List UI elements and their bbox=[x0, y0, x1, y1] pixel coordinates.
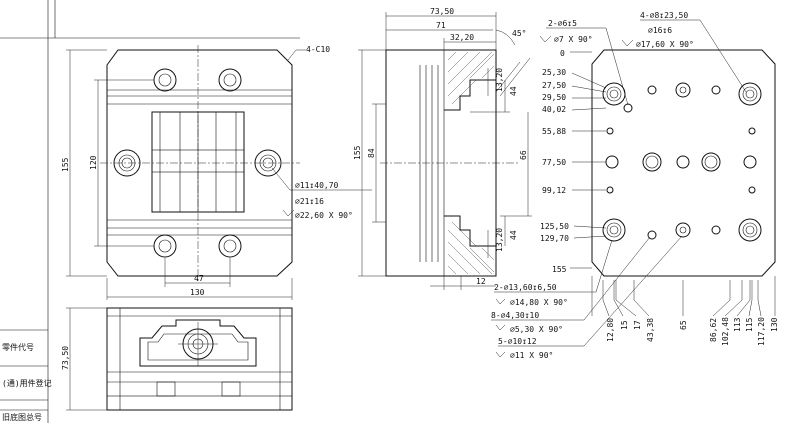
callout-bottom-1: ∅14,80 X 90° bbox=[510, 298, 568, 307]
callout-bottom-3: ∅5,30 X 90° bbox=[510, 325, 563, 334]
right-view-outline bbox=[591, 49, 776, 277]
y-label: 125,50 bbox=[540, 222, 569, 231]
callout-bottom-0: 2-∅13,60↧6,50 bbox=[494, 283, 557, 292]
y-label: 129,70 bbox=[540, 234, 569, 243]
callout-hole-depth: ∅11↧40,70 bbox=[295, 181, 339, 190]
dim-side-13-20-bot: 13,20 bbox=[495, 228, 504, 252]
x-label: 65 bbox=[679, 320, 688, 330]
x-label: 15 bbox=[620, 320, 629, 330]
dim-side-13-20-top: 13,20 bbox=[495, 68, 504, 92]
callout-top-right-counterbore: ∅16↧6 bbox=[648, 26, 672, 35]
callout-countersink: ∅22,60 X 90° bbox=[295, 211, 353, 220]
dim-side-71: 71 bbox=[436, 21, 446, 30]
dim-side-155: 155 bbox=[353, 145, 362, 160]
callout-top-left-hole: 2-∅6↧5 bbox=[548, 19, 577, 28]
dim-side-66: 66 bbox=[519, 150, 528, 160]
dim-side-32-20: 32,20 bbox=[450, 33, 474, 42]
side-bottom-hatching bbox=[447, 221, 495, 275]
dim-side-84: 84 bbox=[367, 148, 376, 158]
dim-height-inner: 120 bbox=[89, 155, 98, 170]
dim-bottom-height: 73,50 bbox=[61, 346, 70, 370]
dim-width-inner: 47 bbox=[194, 274, 204, 283]
y-label: 40,02 bbox=[542, 105, 566, 114]
right-view-y-leaders bbox=[570, 51, 607, 269]
dim-side-12: 12 bbox=[476, 277, 486, 286]
x-label: 17 bbox=[633, 320, 642, 330]
front-view-outline bbox=[106, 49, 293, 277]
callout-counterbore: ∅21↧16 bbox=[295, 197, 324, 206]
right-view-y-labels: 0 25,30 27,50 29,50 40,02 55,88 77,50 99… bbox=[540, 49, 569, 274]
x-label: 117,20 bbox=[757, 317, 766, 346]
dim-side-73-50: 73,50 bbox=[430, 7, 454, 16]
right-view-bottom-callouts: 2-∅13,60↧6,50 ∅14,80 X 90° 8-∅4,30↧10 ∅5… bbox=[491, 235, 683, 360]
y-label: 155 bbox=[552, 265, 567, 274]
y-label: 27,50 bbox=[542, 81, 566, 90]
x-label: 86,62 bbox=[709, 318, 718, 342]
x-label: 12,80 bbox=[606, 318, 615, 342]
dim-height-total: 155 bbox=[61, 157, 70, 172]
callout-bottom-2: 8-∅4,30↧10 bbox=[491, 311, 539, 320]
side-top-hatching bbox=[447, 51, 495, 105]
y-label: 55,88 bbox=[542, 127, 566, 136]
callout-bottom-4: 5-∅10↧12 bbox=[498, 337, 537, 346]
y-label: 99,12 bbox=[542, 186, 566, 195]
bottom-view: 73,50 bbox=[61, 307, 293, 411]
y-label: 0 bbox=[560, 49, 565, 58]
y-label: 29,50 bbox=[542, 93, 566, 102]
right-view-x-labels: 12,80 15 17 43,38 65 86,62 102,48 113 11… bbox=[606, 317, 779, 346]
title-row-common-part: (通)用件登记 bbox=[2, 378, 52, 388]
right-view: 2-∅6↧5 ∅7 X 90° 4-∅8↧23,50 ∅16↧6 ∅17,60 … bbox=[491, 11, 779, 360]
title-block: 零件代号 (通)用件登记 旧底图总号 bbox=[2, 342, 52, 422]
x-label: 115 bbox=[745, 317, 754, 332]
side-view: 73,50 71 32,20 45° 13,20 44 155 84 66 13… bbox=[353, 7, 532, 290]
x-label: 113 bbox=[733, 317, 742, 332]
title-row-part-code: 零件代号 bbox=[2, 342, 34, 352]
dim-width-total: 130 bbox=[190, 288, 205, 297]
x-label: 43,38 bbox=[646, 318, 655, 342]
y-label: 77,50 bbox=[542, 158, 566, 167]
x-label: 102,48 bbox=[721, 317, 730, 346]
chamfer-label: 4-C10 bbox=[306, 45, 330, 54]
dim-side-angle: 45° bbox=[512, 29, 526, 38]
dim-side-44-bot: 44 bbox=[509, 230, 518, 240]
front-view: 4-C10 155 120 47 130 ∅11↧40,70 ∅21↧16 ∅2… bbox=[61, 45, 372, 300]
x-label: 130 bbox=[770, 317, 779, 332]
callout-bottom-5: ∅11 X 90° bbox=[510, 351, 553, 360]
right-view-holes bbox=[602, 82, 762, 242]
callout-top-right-hole: 4-∅8↧23,50 bbox=[640, 11, 688, 20]
sheet-frame bbox=[0, 0, 300, 423]
callout-top-right-countersink: ∅17,60 X 90° bbox=[636, 40, 694, 49]
right-view-x-leaders bbox=[591, 276, 776, 317]
y-label: 25,30 bbox=[542, 68, 566, 77]
dim-side-44-top: 44 bbox=[509, 86, 518, 96]
title-row-old-drawing: 旧底图总号 bbox=[2, 412, 42, 422]
callout-top-left-countersink: ∅7 X 90° bbox=[554, 35, 593, 44]
